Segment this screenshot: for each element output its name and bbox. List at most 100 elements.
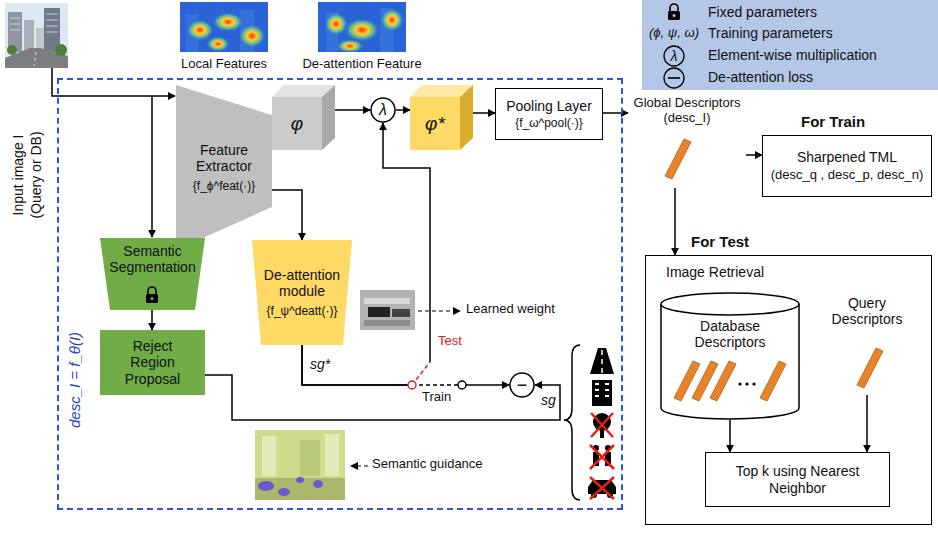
node-text: Image Retrieval	[666, 264, 764, 280]
node-text: desc_I = f_θ(I)	[66, 332, 83, 428]
node-text: De-attention module	[260, 267, 344, 299]
connector-segment	[674, 188, 676, 255]
learned-weight-image	[360, 290, 415, 330]
annotation-label: (Query or DB)	[28, 131, 44, 218]
node-text: (desc_q , desc_p, desc_n)	[771, 168, 923, 183]
database-cylinder-shape	[660, 292, 800, 420]
feature-block-shape	[272, 85, 335, 150]
input-wire	[52, 68, 175, 96]
leader-line	[351, 465, 368, 466]
local-heatmap	[180, 2, 268, 52]
node-text: Sharpened TML	[797, 149, 897, 165]
annotation-label: sg*	[310, 356, 330, 372]
node-text: Global Descriptors	[634, 96, 741, 111]
building-icon	[592, 380, 612, 406]
node-text: For Test	[691, 233, 749, 250]
semantic-guidance-image	[255, 430, 345, 500]
connector-segment	[462, 384, 509, 386]
connector	[396, 110, 410, 111]
input-photo	[5, 3, 68, 68]
node-text: Pooling Layer	[506, 98, 592, 114]
de-attention-feature-block: φ*	[410, 85, 473, 150]
pooling-box: Pooling Layer {f_ω^pool(·)}	[495, 88, 603, 140]
connector-segment	[151, 310, 153, 330]
connector	[152, 310, 153, 330]
node-text: φ*	[425, 113, 445, 135]
connector	[746, 155, 762, 156]
leader-line	[418, 310, 460, 311]
node-text: Query Descriptors	[822, 295, 912, 327]
loss-circle: −	[509, 372, 535, 398]
annotation-label: Local Features	[181, 57, 267, 72]
edge-label: Test	[437, 334, 463, 349]
legend-panel	[642, 0, 938, 90]
connector-segment	[335, 109, 370, 111]
connector-segment	[473, 112, 495, 114]
connector	[730, 420, 731, 452]
node-text: For Train	[801, 113, 865, 130]
legend-text: Element-wise multiplication	[708, 47, 877, 63]
connector-segment	[396, 109, 410, 111]
annotation-label: λ	[671, 48, 678, 64]
connector	[867, 395, 868, 452]
node-text: {f_ψ^deatt(·)}	[267, 305, 338, 319]
retrieval-panel: For TestImage RetrievalDatabase Descript…	[645, 255, 932, 525]
multiply-symbol	[664, 46, 684, 66]
connector-segment	[272, 190, 302, 240]
annotation-label: De-attention Feature	[302, 57, 421, 72]
bracket	[564, 345, 580, 500]
people-icon	[590, 445, 614, 469]
node-text: φ	[291, 113, 303, 135]
connector-segment	[866, 395, 868, 452]
de-attention-module: De-attention module {f_ψ^deatt(·)}	[252, 240, 352, 345]
node-text: {f_ϕ^feat(·)}	[193, 180, 255, 194]
legend-text: Training parameters	[708, 25, 833, 41]
query-descriptor: Query Descriptors	[812, 295, 922, 395]
dashed-region: desc_I = f_θ(I) Feature Extractor {f_ϕ^fea…	[57, 78, 623, 510]
loss-symbol	[664, 68, 684, 88]
connector-segment	[412, 384, 462, 386]
connector	[675, 188, 676, 255]
edge-label: Train	[421, 390, 452, 405]
de-attention-heatmap	[318, 2, 406, 52]
connector-segment	[383, 123, 430, 362]
switch-pin	[408, 381, 416, 389]
annotation-label: (ϕ, ψ, ω)	[649, 26, 699, 41]
connector-segment	[302, 345, 412, 385]
annotation-label: Semantic guidance	[372, 457, 483, 472]
switch-pin	[458, 381, 466, 389]
feature-extractor: Feature Extractor {f_ϕ^feat(·)}	[176, 85, 272, 250]
legend-text: Fixed parameters	[708, 4, 817, 20]
connector-segment	[729, 420, 731, 452]
nearest-neighbor-box: Top k using Nearest Neighbor	[705, 452, 890, 507]
reject-region-box: Reject Region Proposal	[100, 330, 205, 395]
input-branch	[151, 96, 153, 237]
connector	[302, 345, 509, 385]
annotation-label: Input image I	[10, 135, 26, 216]
connector-segment	[746, 154, 762, 156]
node-text: Feature Extractor	[179, 142, 269, 174]
node-text: Reject Region Proposal	[112, 338, 193, 386]
node-text: (desc_I)	[664, 111, 711, 126]
connector	[272, 190, 302, 240]
node-text: λ	[379, 102, 387, 118]
node-text: {f_ω^pool(·)}	[515, 117, 583, 131]
connector-segment	[603, 112, 628, 114]
connector-segment	[302, 345, 412, 385]
triplet-loss-box: For TrainSharpened TML(desc_q , desc_p, …	[762, 135, 932, 197]
feature-block: φ	[272, 85, 335, 150]
legend-text: De-attention loss	[708, 69, 813, 85]
connector	[205, 375, 560, 420]
tree-icon	[591, 413, 613, 438]
multiply-circle: λ	[370, 97, 396, 123]
node-text: Database Descriptors	[685, 318, 775, 350]
connector	[473, 113, 495, 114]
node-text: Semantic Segmentation	[106, 243, 199, 275]
node-text: −	[517, 376, 528, 394]
node-text: Top k using Nearest Neighbor	[720, 463, 875, 495]
connector-segment	[205, 375, 560, 420]
segmentation-trapezoid: Semantic Segmentation	[100, 238, 205, 310]
connector	[603, 113, 628, 114]
lock-icon	[668, 4, 680, 20]
global-descriptor: Global Descriptors(desc_I)	[628, 96, 746, 188]
